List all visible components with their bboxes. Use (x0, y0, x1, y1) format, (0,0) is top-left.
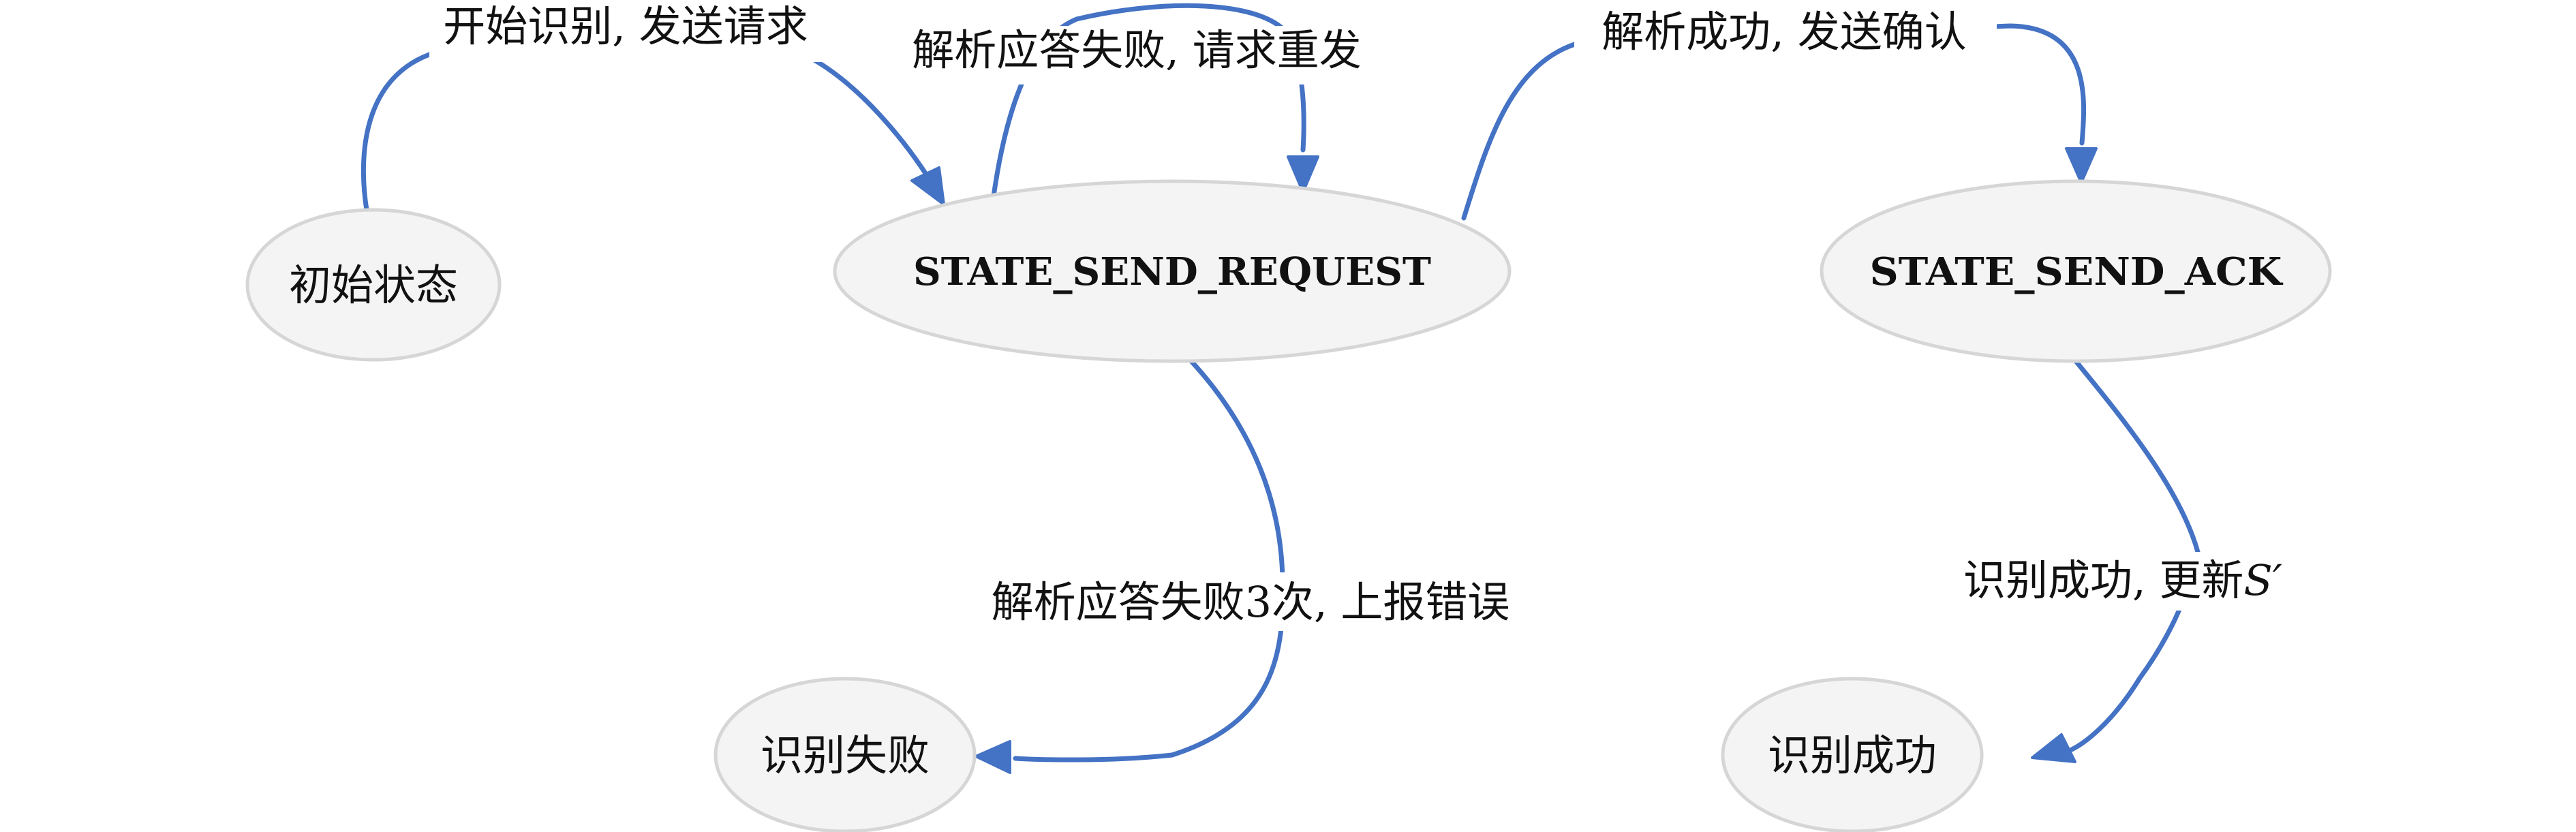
node-label: 初始状态 (289, 260, 458, 310)
edge-label-ack-to-success: 识别成功, 更新S′ (1963, 555, 2282, 605)
node-label: STATE_SEND_ACK (1870, 249, 2284, 294)
arrowhead-icon (975, 740, 1011, 774)
node-label: STATE_SEND_REQUEST (913, 249, 1431, 294)
node-label: 识别失败 (761, 730, 930, 780)
arrowhead-icon (2065, 147, 2098, 184)
node-ellipse (1820, 179, 2332, 363)
edge-label-request-to-fail: 解析应答失败3次, 上报错误 (992, 577, 1510, 627)
node-ellipse (1721, 677, 1984, 832)
node-fail: 识别失败 (714, 677, 977, 832)
node-ellipse (714, 677, 977, 832)
edge-request-to-fail (975, 358, 1285, 774)
arrowhead-icon (1287, 155, 1319, 194)
edge-label-initial-to-request: 开始识别, 发送请求 (443, 1, 808, 51)
edge-initial-to-request (361, 52, 945, 213)
node-ellipse (245, 208, 502, 362)
arrowhead-icon (910, 166, 945, 206)
node-ellipse (833, 179, 1512, 363)
arrowhead-icon (2031, 733, 2076, 763)
node-success: 识别成功 (1721, 677, 1984, 832)
edge-label-request-to-ack: 解析成功, 发送确认 (1601, 7, 1966, 57)
node-label: 识别成功 (1768, 730, 1937, 780)
node-send-ack: STATE_SEND_ACK (1820, 179, 2332, 363)
node-initial: 初始状态 (245, 208, 502, 362)
edge-path (1013, 358, 1285, 762)
edge-path (361, 52, 933, 213)
edge-label-request-self-loop: 解析应答失败, 请求重发 (912, 25, 1361, 75)
node-send-request: STATE_SEND_REQUEST (833, 179, 1512, 363)
edge-label-text: 识别成功, 更新 (1963, 555, 2243, 605)
edge-label-math: S′ (2243, 555, 2282, 605)
